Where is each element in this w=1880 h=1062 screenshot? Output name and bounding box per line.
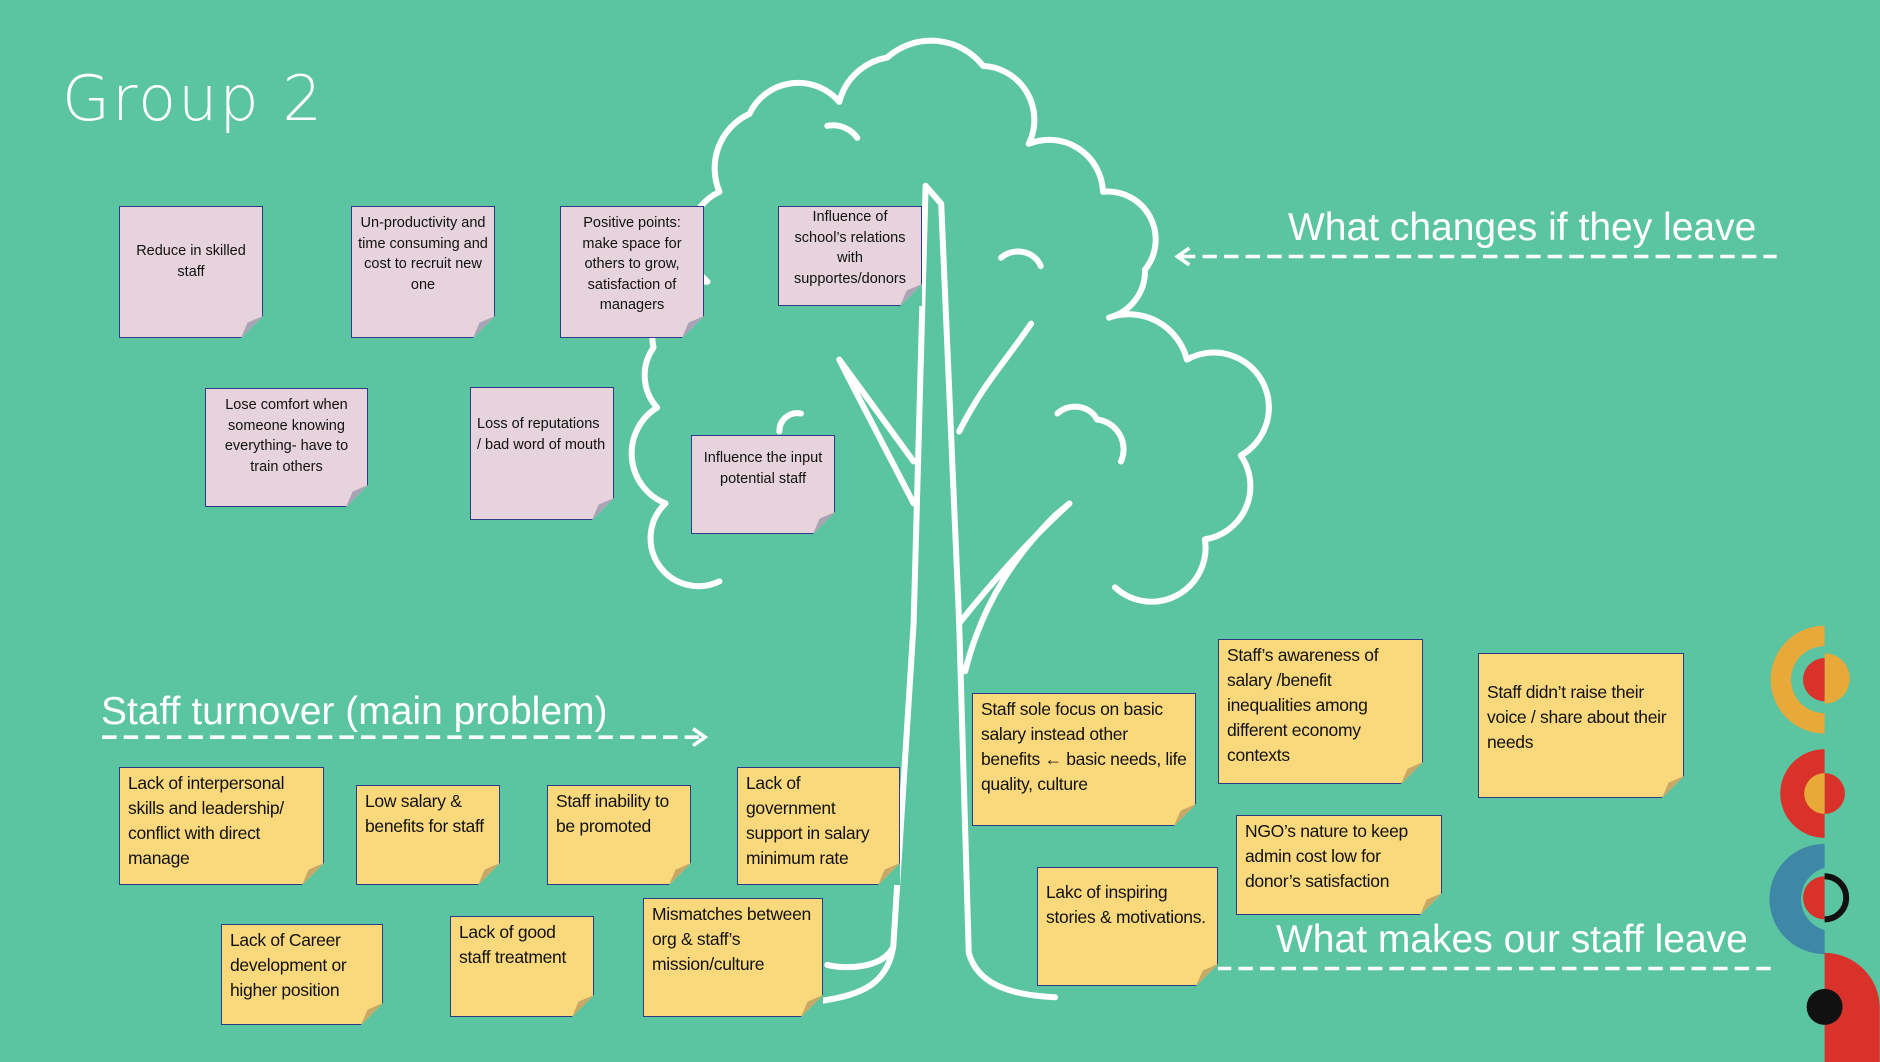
tree-inner-curl xyxy=(776,410,804,435)
sticky-note-cause[interactable]: Mismatches between org & staff’s mission… xyxy=(643,898,823,1017)
note-text: Lack of government support in salary min… xyxy=(746,773,870,868)
sticky-note-cause[interactable]: Staff didn’t raise their voice / share a… xyxy=(1478,653,1684,798)
sticky-note-cause[interactable]: Lakc of inspiring stories & motivations. xyxy=(1037,867,1218,986)
tree-inner-curl xyxy=(824,122,861,141)
heading-main-problem: Staff turnover (main problem) xyxy=(101,690,608,733)
tree-inner-curl xyxy=(998,248,1044,270)
sticky-note-effect[interactable]: Influence the input potential staff xyxy=(691,435,835,534)
decorative-circles xyxy=(1769,625,1880,1062)
sticky-note-cause[interactable]: Staff inability to be promoted xyxy=(547,785,691,885)
page-title: Group 2 xyxy=(62,62,324,135)
sticky-note-cause[interactable]: NGO’s nature to keep admin cost low for … xyxy=(1236,815,1442,915)
sticky-note-cause[interactable]: Low salary & benefits for staff xyxy=(356,785,500,885)
note-text: Staff inability to be promoted xyxy=(556,791,669,836)
tree-inner-curl xyxy=(1054,403,1127,465)
sticky-note-cause[interactable]: Lack of interpersonal skills and leaders… xyxy=(119,767,324,885)
page-fold-icon xyxy=(813,512,835,534)
tree-branch-left xyxy=(836,356,917,507)
sticky-note-effect[interactable]: Un-productivity and time consuming and c… xyxy=(351,206,495,338)
sticky-note-cause[interactable]: Lack of government support in salary min… xyxy=(737,767,900,885)
sticky-note-effect[interactable]: Influence of school’s relations with sup… xyxy=(778,206,922,306)
tree-trunk xyxy=(818,182,1059,1004)
note-text: Reduce in skilled staff xyxy=(136,243,246,280)
tree-branch-right xyxy=(956,500,1073,675)
page-fold-icon xyxy=(1174,804,1196,826)
page-fold-icon xyxy=(1401,762,1423,784)
note-text: Low salary & benefits for staff xyxy=(365,791,484,836)
page-fold-icon xyxy=(1420,893,1442,915)
page-fold-icon xyxy=(682,316,704,338)
page-fold-icon xyxy=(572,995,594,1017)
page-fold-icon xyxy=(361,1003,383,1025)
note-text: Lose comfort when someone knowing everyt… xyxy=(224,397,349,475)
page-fold-icon xyxy=(346,485,368,507)
page-fold-icon xyxy=(478,863,500,885)
tree-crown-outline xyxy=(628,37,1272,605)
page-fold-icon xyxy=(1662,776,1684,798)
note-text: Mismatches between org & staff’s mission… xyxy=(652,904,811,974)
note-text: Staff’s awareness of salary /benefit ine… xyxy=(1227,645,1379,765)
note-text: Loss of reputations / bad word of mouth xyxy=(477,416,606,453)
note-text: Lack of good staff treatment xyxy=(459,922,567,967)
sticky-note-effect[interactable]: Positive points: make space for others t… xyxy=(560,206,704,338)
note-text: NGO’s nature to keep admin cost low for … xyxy=(1245,821,1408,891)
page-fold-icon xyxy=(302,863,324,885)
sticky-note-effect[interactable]: Reduce in skilled staff xyxy=(119,206,263,338)
page-fold-icon xyxy=(592,498,614,520)
main-problem-arrowhead xyxy=(692,727,709,748)
heading-causes: What makes our staff leave xyxy=(1276,918,1748,961)
sticky-note-effect[interactable]: Lose comfort when someone knowing everyt… xyxy=(205,388,368,507)
page-fold-icon xyxy=(473,316,495,338)
sticky-note-cause[interactable]: Staff sole focus on basic salary instead… xyxy=(972,693,1196,826)
sticky-note-cause[interactable]: Lack of good staff treatment xyxy=(450,916,594,1017)
note-text: Positive points: make space for others t… xyxy=(582,215,682,313)
sticky-note-effect[interactable]: Loss of reputations / bad word of mouth xyxy=(470,387,614,520)
heading-changes: What changes if they leave xyxy=(1288,206,1757,249)
note-text: Un-productivity and time consuming and c… xyxy=(358,215,488,293)
tree-branch-upper-right xyxy=(956,320,1035,435)
sticky-note-cause[interactable]: Staff’s awareness of salary /benefit ine… xyxy=(1218,639,1423,784)
note-text: Influence of school’s relations with sup… xyxy=(793,209,907,287)
changes-arrowhead xyxy=(1174,246,1191,267)
note-text: Staff didn’t raise their voice / share a… xyxy=(1487,682,1667,752)
page-fold-icon xyxy=(878,863,900,885)
note-text: Influence the input potential staff xyxy=(703,450,823,487)
note-text: Lakc of inspiring stories & motivations. xyxy=(1046,882,1206,927)
page-fold-icon xyxy=(241,316,263,338)
page-fold-icon xyxy=(1196,964,1218,986)
page-fold-icon xyxy=(801,995,823,1017)
note-text: Lack of Career development or higher pos… xyxy=(230,930,347,1000)
note-text: Staff sole focus on basic salary instead… xyxy=(981,699,1187,794)
sticky-note-cause[interactable]: Lack of Career development or higher pos… xyxy=(221,924,383,1025)
note-text: Lack of interpersonal skills and leaders… xyxy=(128,773,285,868)
page-fold-icon xyxy=(669,863,691,885)
